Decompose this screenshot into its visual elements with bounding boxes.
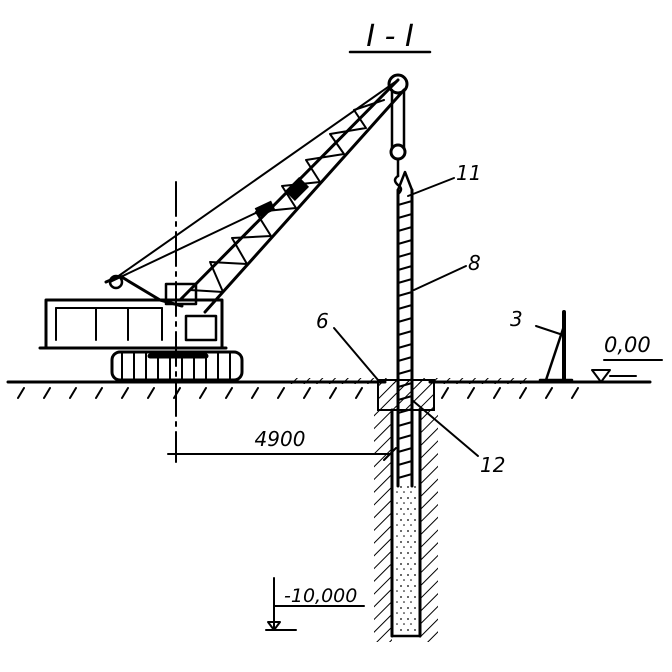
section-title-text: I - I (366, 19, 414, 54)
label-part-11: 11 (456, 161, 481, 185)
ground-level-text: 0,00 (604, 333, 651, 357)
part-labels: 11 8 6 12 (316, 161, 505, 477)
offset-dimension: 4900 (167, 427, 397, 463)
hook-block (387, 73, 409, 196)
marker-post: 3 (510, 307, 574, 382)
bottom-level-text: -10,000 (284, 585, 357, 607)
reinforcement-cage (396, 170, 414, 488)
ground-level-mark: 0,00 (591, 333, 663, 383)
label-part-3: 3 (510, 307, 523, 331)
crane-boom (178, 78, 406, 314)
ground-hatch-ticks (17, 387, 579, 399)
section-title: I - I (348, 19, 432, 54)
crane-cab (38, 282, 228, 350)
label-part-8: 8 (468, 251, 481, 275)
borehole-shaft (374, 408, 438, 642)
concrete-fill (395, 486, 417, 634)
bottom-level-mark: -10,000 (265, 577, 365, 631)
label-part-6: 6 (316, 309, 329, 333)
label-part-12: 12 (480, 453, 505, 477)
ground-surface (6, 380, 652, 399)
offset-dimension-text: 4900 (255, 427, 306, 451)
crawler-crane (38, 78, 406, 382)
